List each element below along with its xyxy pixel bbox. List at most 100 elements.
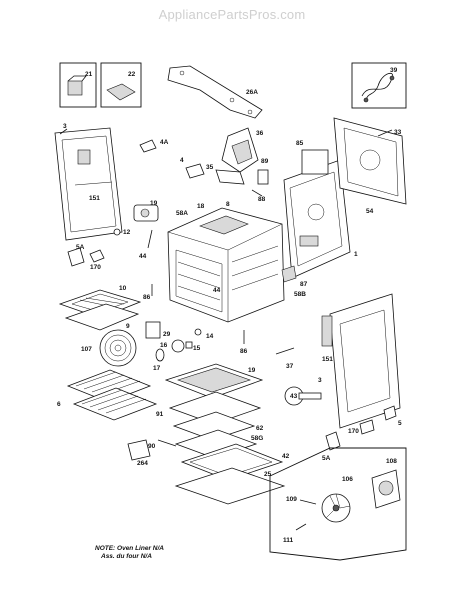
part-label-10: 10 [119,285,127,292]
part-label-58a: 58A [176,210,188,217]
part-label-58b: 58B [294,291,306,298]
part-label-25: 25 [264,471,272,478]
part-25-drawer-bottom: 25 [174,467,286,505]
part-label-90: 90 [148,443,156,450]
part-170-right: 170 [348,419,375,435]
part-5a-hinge-left: 5A [67,244,85,267]
part-39-box: 39 [351,62,407,109]
part-15: 15 [185,341,201,352]
part-label-88: 88 [258,196,266,203]
part-label-36: 36 [256,130,264,137]
part-label-18: 18 [197,203,205,210]
part-label-14: 14 [206,333,214,340]
part-label-21: 21 [85,71,93,78]
part-label-3b: 3 [318,377,322,384]
part-58a-oven-body: 58A 18 8 44 58B [167,201,306,323]
part-label-107: 107 [81,346,92,353]
part-29-switch: 29 [145,321,171,339]
part-label-5a-left: 5A [76,244,85,251]
part-91: 91 [156,411,256,441]
note-line-1: NOTE: Oven Liner N/A [95,545,164,552]
part-label-85: 85 [296,140,304,147]
part-label-151a: 151 [89,195,100,202]
part-label-19: 19 [150,200,158,207]
part-87: 87 [281,265,308,288]
part-14: 14 [194,328,214,340]
part-4a: 4A [139,139,169,153]
part-58g: 58G [174,429,263,459]
part-label-4a: 4A [160,139,169,146]
part-label-6: 6 [57,401,61,408]
note-line-2: Ass. du four N/A [101,553,152,560]
diagram-note: NOTE: Oven Liner N/A Ass. du four N/A [95,545,164,561]
part-label-44a: 44 [139,253,147,260]
part-convection-fan-box: 108 106 109 111 [269,447,407,561]
part-label-22: 22 [128,71,136,78]
part-label-62: 62 [256,425,264,432]
part-17: 17 [153,348,165,372]
part-label-1: 1 [354,251,358,258]
part-16-light: 16 [160,339,185,353]
part-35: 35 [206,164,245,185]
part-90: 90 [148,439,177,450]
part-37: 37 [275,347,295,370]
part-6-oven-racks: 6 [57,369,158,421]
part-label-39: 39 [390,67,398,74]
part-85: 85 [296,140,329,175]
part-86-left: 86 [143,284,153,301]
part-label-58g: 58G [251,435,263,442]
part-label-3a: 3 [63,123,67,130]
part-label-111: 111 [283,537,294,544]
part-36-vent-duct: 36 [221,127,264,173]
part-22-box: 22 [100,62,142,108]
part-label-170-left: 170 [90,264,101,271]
part-label-54: 54 [366,208,374,215]
part-170-left: 170 [89,249,105,271]
part-33-rear-cover: 33 54 [333,117,407,215]
part-19-latch: 19 44 [133,200,159,260]
part-4: 4 [180,157,205,179]
part-264: 264 [127,439,151,467]
part-label-5: 5 [398,420,402,427]
part-3-door-right: 151 3 [318,293,401,429]
part-label-42: 42 [282,453,290,460]
part-43-bolt: 43 [284,386,322,406]
part-label-19b: 19 [248,367,256,374]
part-label-33: 33 [394,129,402,136]
part-label-109: 109 [286,496,297,503]
watermark: AppliancePartsPros.com [158,7,306,22]
part-label-86a: 86 [143,294,151,301]
part-3-door-left: 3 151 [54,123,123,241]
part-label-87: 87 [300,281,308,288]
part-label-5a-right: 5A [322,455,331,462]
part-label-151b: 151 [322,356,333,363]
part-26a-bracket: 26A [167,65,263,119]
part-label-16: 16 [160,342,168,349]
part-12-screw: 12 [113,228,131,236]
part-9-reflector: 9 [64,303,140,331]
part-label-264: 264 [137,460,148,467]
part-label-170-right: 170 [348,428,359,435]
part-5a-hinge-right: 5A [322,431,341,462]
part-19-oven-bottom: 19 [164,363,264,399]
part-label-106: 106 [342,476,353,483]
part-label-12: 12 [123,229,131,236]
part-21-box: 21 [59,62,97,108]
part-label-108: 108 [386,458,397,465]
part-label-29: 29 [163,331,171,338]
part-86-right: 86 [240,330,248,355]
part-label-91: 91 [156,411,164,418]
part-label-89: 89 [261,158,269,165]
part-label-43: 43 [290,393,298,400]
part-label-8: 8 [226,201,230,208]
part-label-9: 9 [126,323,130,330]
part-89: 89 [257,158,269,185]
part-label-4: 4 [180,157,184,164]
part-label-35: 35 [206,164,214,171]
part-5-right: 5 [383,405,402,427]
part-label-15: 15 [193,345,201,352]
part-107-fan-guard: 107 [81,329,137,367]
part-label-86b: 86 [240,348,248,355]
